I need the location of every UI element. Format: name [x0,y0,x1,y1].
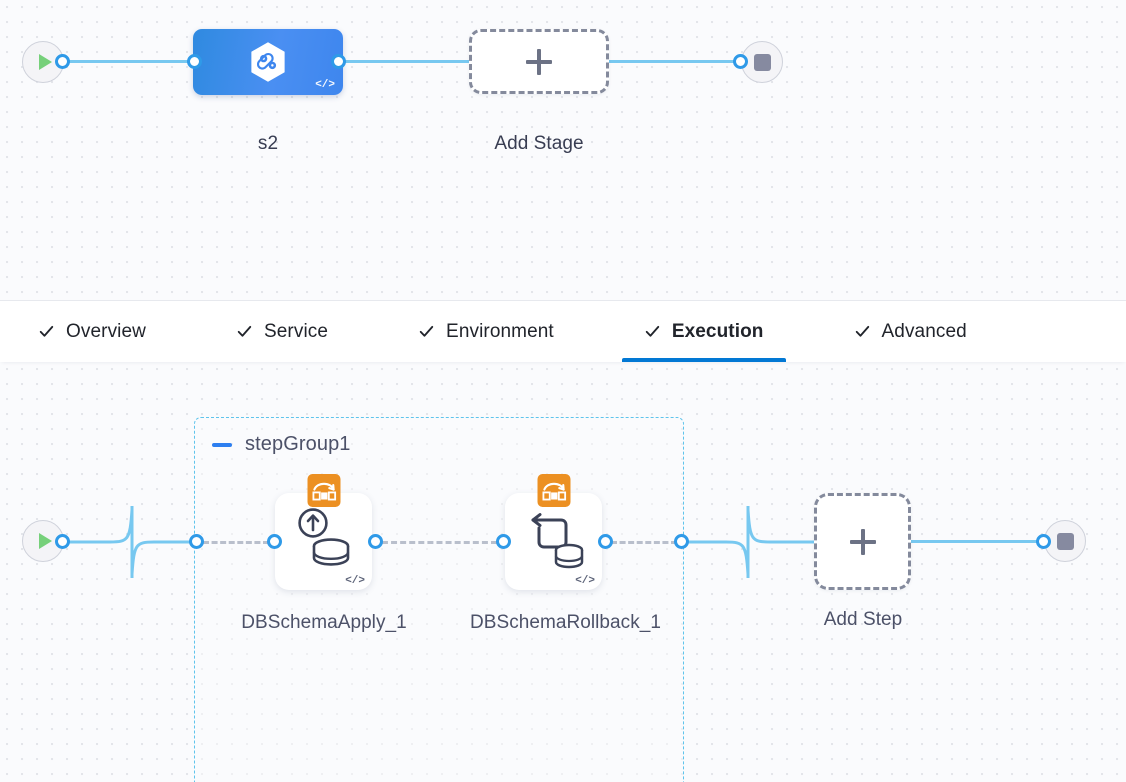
execution-canvas[interactable]: stepGroup1 [0,362,1126,782]
port-stop-in[interactable] [733,54,748,69]
step-node-dbschemaapply[interactable]: </> [275,474,372,590]
stop-icon [1056,532,1074,550]
check-icon [645,325,660,337]
flyway-icon [307,474,340,507]
tab-label: Overview [66,320,146,342]
port-exec-stop-in[interactable] [1036,534,1051,549]
port-step1-out[interactable] [368,534,383,549]
db-schema-apply-icon [275,506,372,578]
harness-hexagon-icon [251,42,285,82]
step-card[interactable]: </> [505,474,602,590]
step-code-icon[interactable]: </> [575,575,595,587]
step-code-icon[interactable]: </> [345,575,365,587]
connector-curve-right [684,506,814,578]
tab-overview[interactable]: Overview [16,301,168,362]
step-node-dbschemarollback[interactable]: </> [505,474,602,590]
stage-card[interactable]: </> [193,29,343,95]
port-step2-in[interactable] [496,534,511,549]
add-stage-button[interactable] [469,29,609,94]
stop-circle [1044,520,1086,562]
stage-canvas[interactable]: </> s2 Add Stage [0,0,1126,300]
play-icon [38,533,52,549]
play-icon [38,54,52,70]
tab-advanced[interactable]: Advanced [832,301,989,362]
port-stage-in[interactable] [187,54,202,69]
add-step-node[interactable] [814,493,911,590]
step-group-box[interactable] [194,417,684,782]
link-addstage-to-stop [605,60,750,63]
db-schema-rollback-icon [505,506,602,578]
add-step-label: Add Step [823,609,903,630]
link-start-to-stage [62,60,204,63]
port-group-out[interactable] [674,534,689,549]
tab-label: Environment [446,320,554,342]
tab-list: Overview Service Environment Execution Advan… [0,301,1126,362]
link-stage-to-addstage [336,60,476,63]
tab-service[interactable]: Service [214,301,350,362]
link-group-in-to-step1 [203,541,269,544]
link-step1-to-step2 [282,541,497,544]
check-icon [855,325,869,337]
connector-curve-left [62,506,202,578]
tab-label: Service [263,320,329,342]
link-addstep-to-stop [911,540,1051,543]
tab-label: Advanced [881,320,967,342]
minus-icon[interactable] [212,442,232,447]
stage-label: s2 [257,133,279,154]
execution-end-node[interactable] [1044,520,1086,562]
stop-icon [753,53,771,71]
stage-node-s2[interactable]: </> [193,29,343,95]
step-group-header[interactable]: stepGroup1 [212,433,351,456]
step-card[interactable]: </> [275,474,372,590]
tab-environment[interactable]: Environment [396,301,576,362]
stage-tabbar: Overview Service Environment Execution Advan… [0,300,1126,362]
step-group-title: stepGroup1 [245,433,351,455]
add-step-button[interactable] [814,493,911,590]
check-icon [39,325,54,337]
port-start-out[interactable] [55,54,70,69]
check-icon [419,325,434,337]
tab-execution[interactable]: Execution [621,301,786,362]
port-exec-start-out[interactable] [55,534,70,549]
port-stage-out[interactable] [331,54,346,69]
stage-code-icon[interactable]: </> [315,79,335,91]
port-step1-in[interactable] [267,534,282,549]
check-icon [237,325,252,337]
link-step2-to-group-out [611,541,677,544]
add-stage-label: Add Stage [494,133,584,154]
port-group-in[interactable] [189,534,204,549]
tab-label: Execution [671,320,764,342]
add-stage-node[interactable] [469,29,609,94]
port-step2-out[interactable] [598,534,613,549]
flyway-icon [537,474,570,507]
plus-icon [526,48,552,75]
plus-icon [849,528,876,555]
